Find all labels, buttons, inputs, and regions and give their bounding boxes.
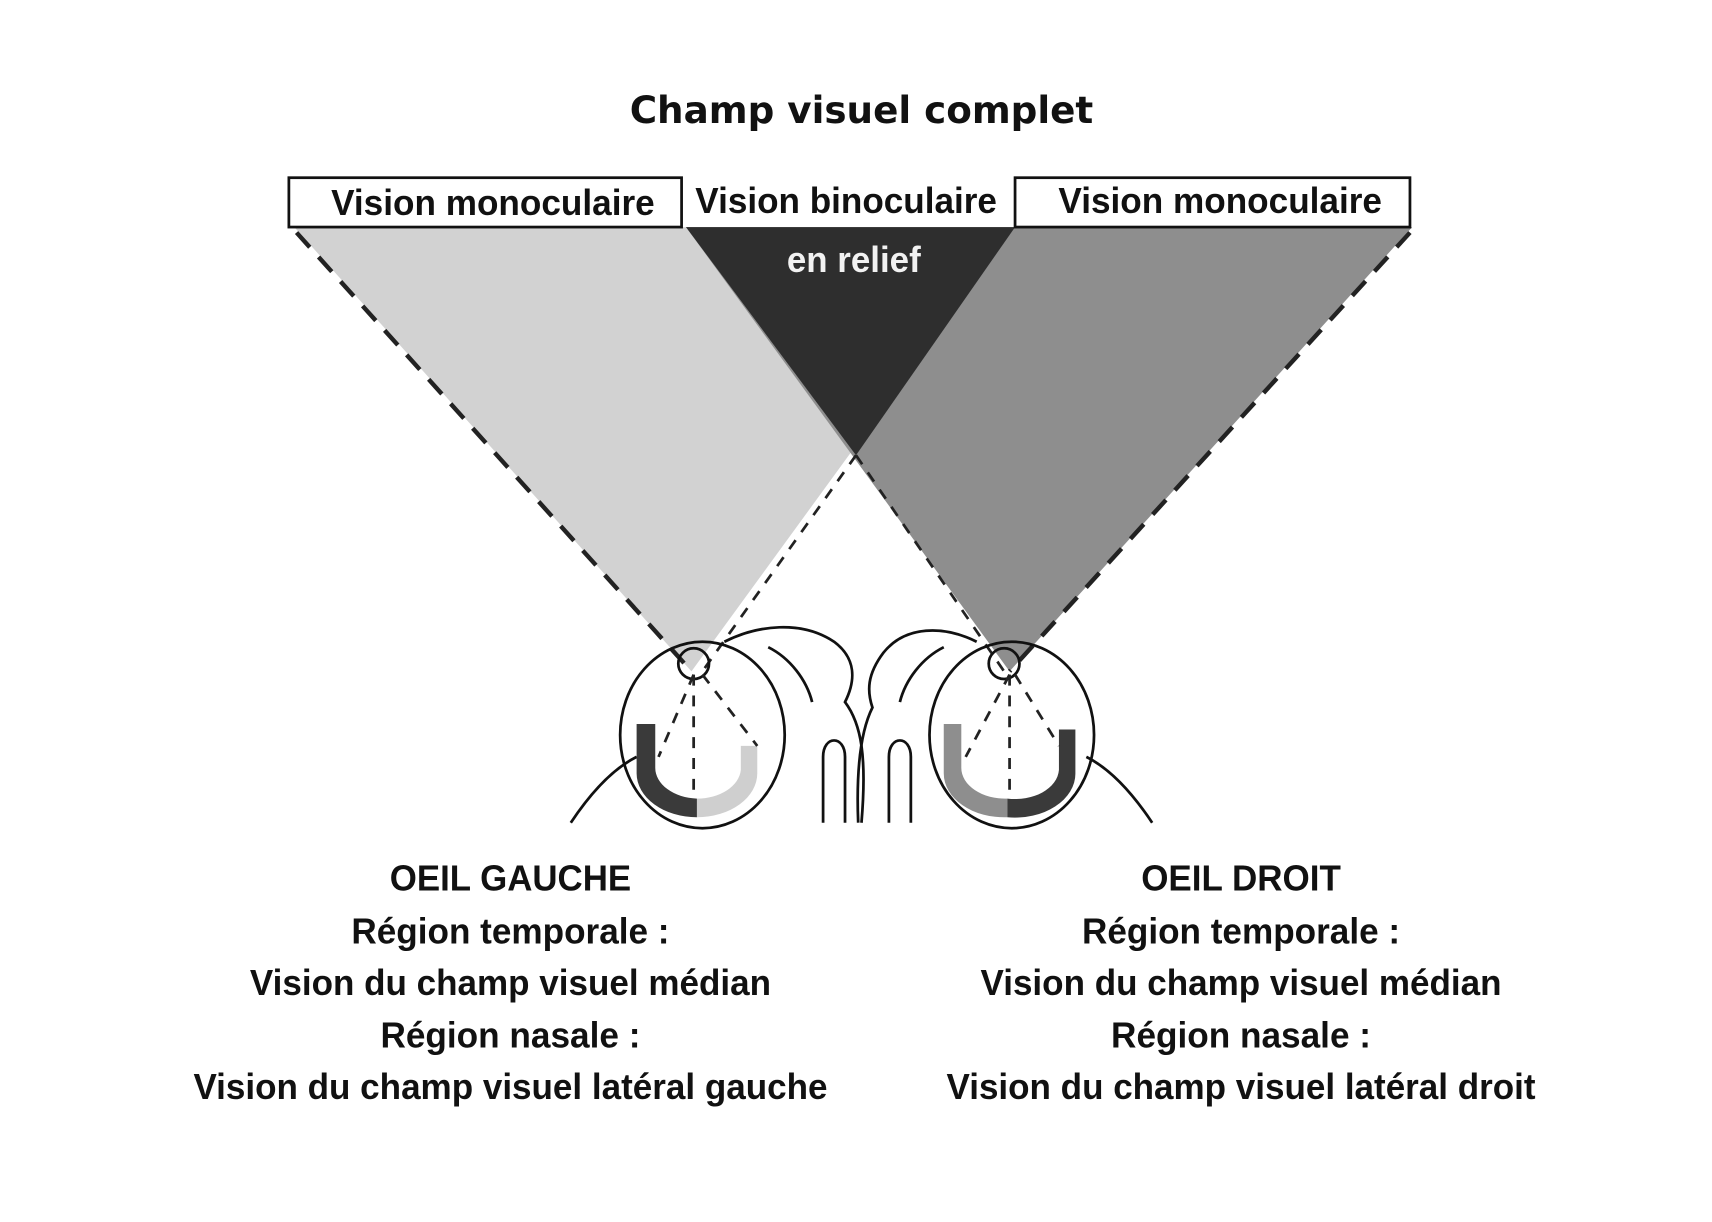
diagram-title: Champ visuel complet bbox=[630, 88, 1094, 132]
binocular-label: Vision binoculaire bbox=[695, 180, 997, 221]
right-eye-line-2: Vision du champ visuel médian bbox=[981, 962, 1502, 1003]
binocular-overlap-field bbox=[685, 227, 1016, 456]
left-eye-caption: OEIL GAUCHE Région temporale : Vision du… bbox=[193, 858, 827, 1107]
right-monocular-label: Vision monoculaire bbox=[1058, 180, 1382, 221]
right-eye-caption: OEIL DROIT Région temporale : Vision du … bbox=[946, 858, 1535, 1107]
left-monocular-box bbox=[287, 176, 683, 229]
left-eye-line-2: Vision du champ visuel médian bbox=[250, 962, 771, 1003]
brain-outline-icon bbox=[569, 625, 1154, 824]
right-inner-boundary bbox=[854, 454, 1006, 673]
right-eye-icon bbox=[928, 640, 1096, 830]
binocular-sub-label: en relief bbox=[787, 239, 922, 280]
left-inner-boundary bbox=[701, 454, 858, 673]
left-eye-line-1: Région temporale : bbox=[351, 910, 669, 951]
left-monocular-label: Vision monoculaire bbox=[331, 182, 655, 223]
right-monocular-box bbox=[1013, 176, 1412, 229]
left-eye-icon bbox=[618, 640, 787, 830]
left-eye-line-3: Région nasale : bbox=[380, 1015, 640, 1056]
right-eye-line-3: Région nasale : bbox=[1111, 1015, 1371, 1056]
left-eye-heading: OEIL GAUCHE bbox=[390, 858, 631, 899]
right-eye-heading: OEIL DROIT bbox=[1141, 858, 1341, 899]
left-eye-line-4: Vision du champ visuel latéral gauche bbox=[193, 1066, 827, 1107]
right-field-boundary bbox=[1007, 231, 1412, 673]
right-eye-line-4: Vision du champ visuel latéral droit bbox=[946, 1066, 1535, 1107]
right-eye-line-1: Région temporale : bbox=[1082, 910, 1400, 951]
